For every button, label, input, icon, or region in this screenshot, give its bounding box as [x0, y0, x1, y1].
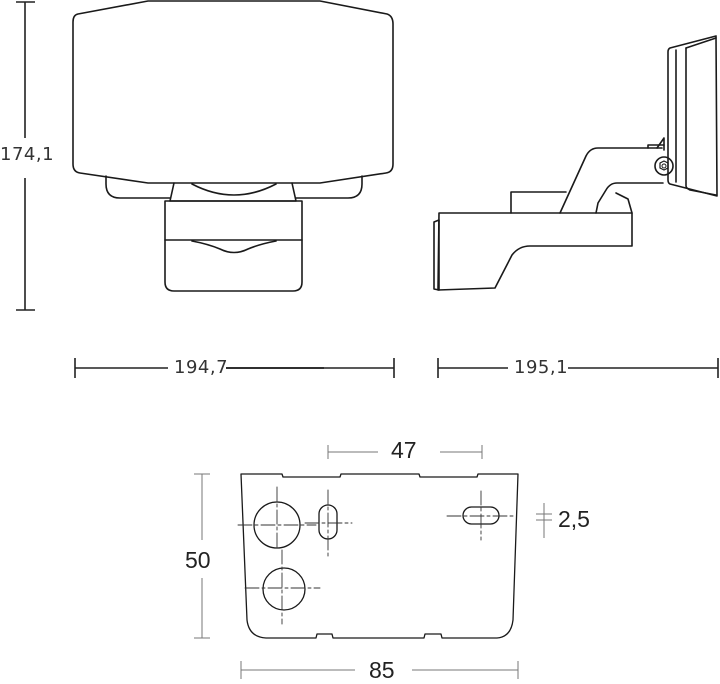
dimension-front-width-label: 194,7 [174, 357, 229, 378]
dimension-height-label: 174,1 [0, 144, 55, 165]
center-lines [237, 486, 517, 625]
dimension-plate-height-label: 50 [185, 547, 211, 573]
dimension-side-depth-label: 195,1 [514, 357, 569, 378]
dimension-slot-width-label: 2,5 [558, 506, 590, 532]
dimension-plate-width-label: 85 [369, 657, 395, 683]
dimension-lines-dark [16, 1, 719, 378]
dimension-hole-spacing-label: 47 [391, 437, 417, 463]
dimension-lines-light [194, 445, 552, 679]
side-view [433, 35, 718, 291]
mounting-plate-view [240, 473, 519, 639]
front-view [72, 0, 394, 292]
